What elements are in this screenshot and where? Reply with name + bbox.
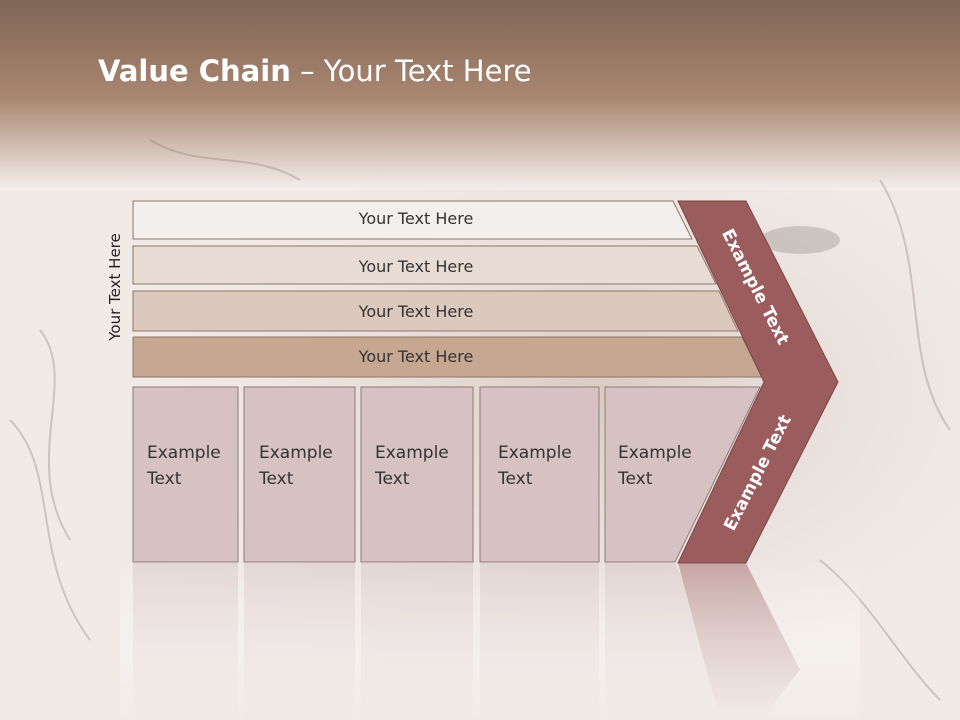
box-2-line-1: Example	[259, 443, 333, 463]
box-1-line-2: Text	[146, 469, 182, 489]
bar-3-label: Your Text Here	[358, 302, 474, 321]
box-4	[479, 386, 600, 563]
title-rest: – Your Text Here	[290, 54, 532, 88]
bar-3-shape	[132, 290, 739, 332]
bar-2-label: Your Text Here	[358, 257, 474, 276]
box-1	[132, 386, 239, 563]
bar-4-label: Your Text Here	[358, 347, 474, 366]
box-2-line-2: Text	[258, 469, 294, 489]
bar-1-shape	[132, 200, 693, 240]
bar-1-label: Your Text Here	[358, 209, 474, 228]
box-5	[604, 386, 761, 563]
box-2	[243, 386, 356, 563]
title-bold: Value Chain	[98, 54, 291, 88]
box-4-line-1: Example	[498, 443, 572, 463]
box-4-line-2: Text	[497, 469, 533, 489]
box-3-line-2: Text	[374, 469, 410, 489]
box-5-line-2: Text	[617, 469, 653, 489]
bar-2-shape	[132, 245, 717, 285]
box-3-line-1: Example	[375, 443, 449, 463]
box-1-line-1: Example	[147, 443, 221, 463]
box-5-line-1: Example	[618, 443, 692, 463]
slide-title: Value Chain – Your Text Here	[98, 54, 532, 88]
box-3	[360, 386, 474, 563]
